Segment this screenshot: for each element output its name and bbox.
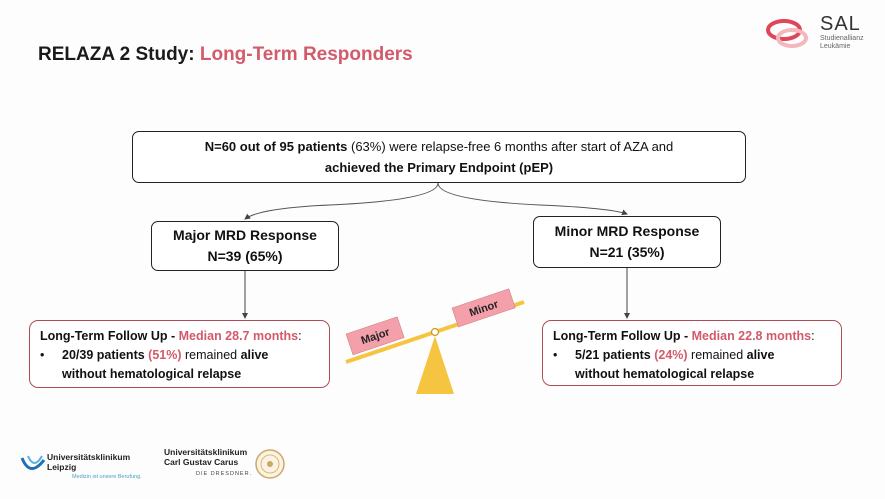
dresden-seal-icon <box>255 449 285 479</box>
bullet-icon: • <box>553 348 558 362</box>
fu-right-bullet-text: 5/21 patients (24%) remained alive witho… <box>575 346 774 384</box>
followup-minor-box: Long-Term Follow Up - Median 22.8 months… <box>542 320 842 386</box>
sal-logo-text: SAL <box>820 13 861 35</box>
fu-right-colon: : <box>811 329 815 343</box>
dresden-line1: Universitätsklinikum <box>164 447 248 457</box>
title-accent: Long-Term Responders <box>199 44 413 65</box>
fu-left-bullet-row: • 20/39 patients (51%) remained alive wi… <box>40 346 319 384</box>
primary-endpoint-box: N=60 out of 95 patients (63%) were relap… <box>132 131 746 183</box>
sal-sub-line1: Studienallianz <box>820 35 864 42</box>
fu-left-bullet-text: 20/39 patients (51%) remained alive with… <box>62 346 268 384</box>
fu-left-pct: (51%) <box>144 348 182 362</box>
dresden-line3: DIE DRESDNER. <box>196 471 253 477</box>
dresden-line2: Carl Gustav Carus <box>164 457 239 467</box>
title-prefix: RELAZA 2 Study: <box>38 44 200 65</box>
sal-sub-line2: Leukämie <box>820 43 851 50</box>
major-weight: Major <box>345 316 405 356</box>
leipzig-logo-icon <box>20 455 46 470</box>
bullet-icon: • <box>40 348 45 362</box>
arrow-to-minor <box>437 182 628 216</box>
fu-left-header: Long-Term Follow Up - Median 28.7 months… <box>40 327 319 346</box>
sal-logo-subtitle: Studienallianz Leukämie <box>820 35 864 51</box>
fu-right-label: Long-Term Follow Up - <box>553 329 692 343</box>
top-box-bold1: N=60 out of 95 patients <box>204 139 348 154</box>
sal-logo-icon <box>766 19 808 48</box>
top-box-text1: (63%) were relapse-free 6 months after s… <box>347 139 674 154</box>
minor-box-line2: N=21 (35%) <box>589 244 665 260</box>
fu-right-bullet-row: • 5/21 patients (24%) remained alive wit… <box>553 346 831 384</box>
fu-right-median: Median 22.8 months <box>691 329 812 343</box>
minor-weight: Minor <box>451 288 516 328</box>
fu-right-remained: remained <box>687 348 747 362</box>
fu-right-header: Long-Term Follow Up - Median 22.8 months… <box>553 327 831 346</box>
top-box-line1: N=60 out of 95 patients (63%) were relap… <box>133 136 745 157</box>
major-box-line2: N=39 (65%) <box>207 248 283 264</box>
leipzig-line2: Leipzig <box>47 462 77 472</box>
seesaw-illustration: Major Minor <box>345 288 525 394</box>
fu-right-count: 5/21 patients <box>575 348 651 362</box>
leipzig-tagline: Medizin ist unsere Berufung. <box>72 474 142 480</box>
major-mrd-box: Major MRD Response N=39 (65%) <box>151 221 339 271</box>
leipzig-name: Universitätsklinikum Leipzig <box>47 452 130 472</box>
seesaw-fulcrum <box>416 336 454 394</box>
fu-left-label: Long-Term Follow Up - <box>40 329 179 343</box>
fu-left-count: 20/39 patients <box>62 348 145 362</box>
minor-mrd-box: Minor MRD Response N=21 (35%) <box>533 216 721 268</box>
followup-major-box: Long-Term Follow Up - Median 28.7 months… <box>29 320 330 388</box>
fu-right-alive: alive <box>746 348 775 362</box>
slide-title: RELAZA 2 Study: Long-Term Responders <box>38 44 413 66</box>
arrow-to-major <box>244 182 439 220</box>
seesaw-pivot <box>430 327 440 337</box>
fu-left-remained: remained <box>181 348 241 362</box>
fu-left-alive: alive <box>240 348 269 362</box>
major-box-line1: Major MRD Response <box>173 227 317 243</box>
fu-left-colon: : <box>298 329 302 343</box>
leipzig-line1: Universitätsklinikum <box>47 452 131 462</box>
dresden-name: Universitätsklinikum Carl Gustav Carus <box>164 447 247 467</box>
fu-right-pct: (24%) <box>650 348 688 362</box>
fu-left-median: Median 28.7 months <box>178 329 299 343</box>
top-box-line2: achieved the Primary Endpoint (pEP) <box>324 160 554 175</box>
fu-left-line2: without hematological relapse <box>62 367 242 381</box>
minor-box-line1: Minor MRD Response <box>554 223 700 239</box>
fu-right-line2: without hematological relapse <box>575 367 755 381</box>
